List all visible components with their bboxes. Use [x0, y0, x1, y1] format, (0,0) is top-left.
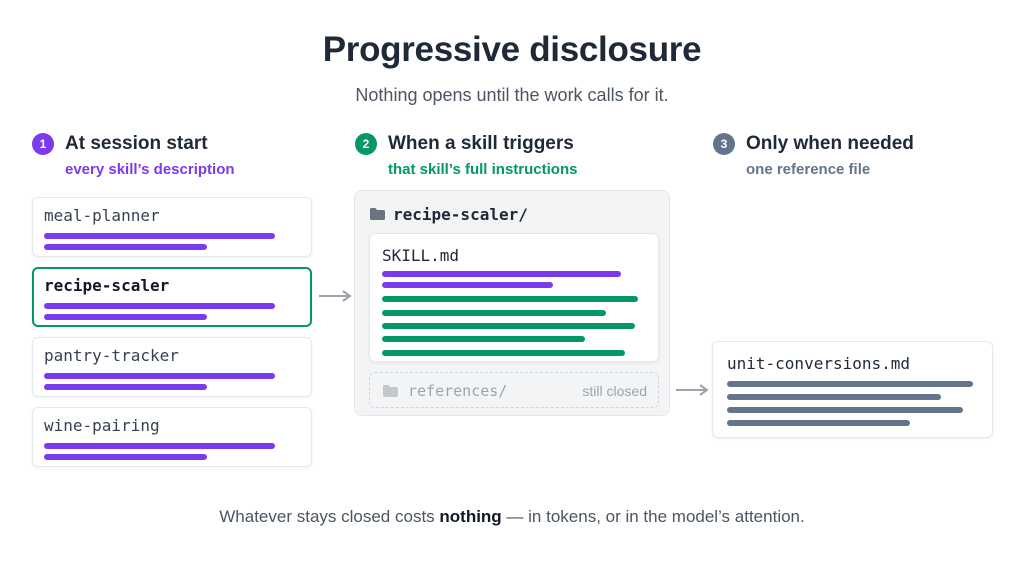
content-line [727, 407, 963, 413]
step-1-title: At session start [65, 133, 208, 154]
folder-icon [370, 208, 385, 220]
step-2-title: When a skill triggers [388, 133, 574, 154]
description-line [382, 271, 621, 277]
skill-card-recipe-scaler[interactable]: recipe-scaler [32, 267, 312, 327]
page-subtitle: Nothing opens until the work calls for i… [355, 85, 669, 105]
step-3-title: Only when needed [746, 133, 914, 154]
content-line [727, 381, 973, 387]
references-status: still closed [582, 383, 647, 399]
folder-icon [383, 385, 398, 397]
instruction-line [382, 310, 606, 316]
step-2-badge: 2 [355, 133, 377, 155]
description-line [44, 384, 207, 390]
content-line [727, 394, 941, 400]
reference-file-name: unit-conversions.md [727, 354, 911, 373]
step-1-badge: 1 [32, 133, 54, 155]
skill-card-wine-pairing[interactable]: wine-pairing [32, 407, 312, 467]
skill-name: wine-pairing [44, 416, 160, 435]
skill-folder-panel[interactable]: recipe-scaler/ SKILL.md references/ stil… [354, 190, 670, 416]
skill-name: recipe-scaler [44, 276, 170, 295]
arrow-right-icon [319, 290, 352, 302]
footer-emphasis: nothing [439, 507, 502, 526]
instruction-line [382, 350, 625, 356]
skill-name: pantry-tracker [44, 346, 179, 365]
step-3-subtitle: one reference file [746, 161, 871, 178]
skill-md-filename: SKILL.md [382, 246, 460, 265]
description-line [382, 282, 553, 288]
skill-card-meal-planner[interactable]: meal-planner [32, 197, 312, 257]
skill-card-pantry-tracker[interactable]: pantry-tracker [32, 337, 312, 397]
step-1-subtitle: every skill’s description [65, 161, 235, 178]
description-line [44, 454, 207, 460]
content-line [727, 420, 910, 426]
instruction-line [382, 296, 638, 302]
step-3-badge: 3 [713, 133, 735, 155]
footer-text: — in tokens, or in the model’s attention… [501, 507, 805, 526]
references-folder[interactable]: references/ still closed [369, 372, 659, 408]
reference-file-card[interactable]: unit-conversions.md [712, 341, 993, 438]
page-title: Progressive disclosure [322, 30, 702, 69]
description-line [44, 244, 207, 250]
description-line [44, 314, 207, 320]
footer-text: Whatever stays closed costs [219, 507, 440, 526]
description-line [44, 303, 275, 309]
description-line [44, 443, 275, 449]
footer-note: Whatever stays closed costs nothing — in… [0, 507, 1024, 527]
instruction-line [382, 323, 635, 329]
skill-name: meal-planner [44, 206, 160, 225]
description-line [44, 373, 275, 379]
instruction-line [382, 336, 585, 342]
references-folder-name: references/ [408, 382, 508, 400]
description-line [44, 233, 275, 239]
arrow-right-icon [676, 384, 709, 396]
skill-folder-name: recipe-scaler/ [393, 205, 528, 224]
skill-md-card[interactable]: SKILL.md [369, 233, 659, 362]
step-2-subtitle: that skill’s full instructions [388, 161, 578, 178]
